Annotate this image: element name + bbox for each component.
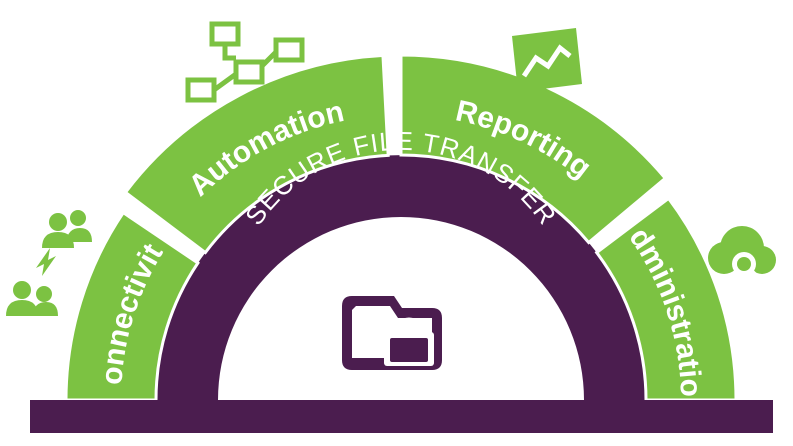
segment-automation[interactable] [123,53,390,255]
workflow-icon [185,21,305,103]
green-segments [64,53,738,402]
users-exchange-icon [6,210,92,316]
purple-arc-band [156,155,646,400]
base-bar [30,400,773,433]
chart-report-icon [512,28,582,92]
cloud-search-icon [708,226,776,284]
locked-folder-icon [342,296,442,370]
segment-reporting[interactable] [399,53,668,245]
segment-connectivity[interactable] [64,210,200,402]
